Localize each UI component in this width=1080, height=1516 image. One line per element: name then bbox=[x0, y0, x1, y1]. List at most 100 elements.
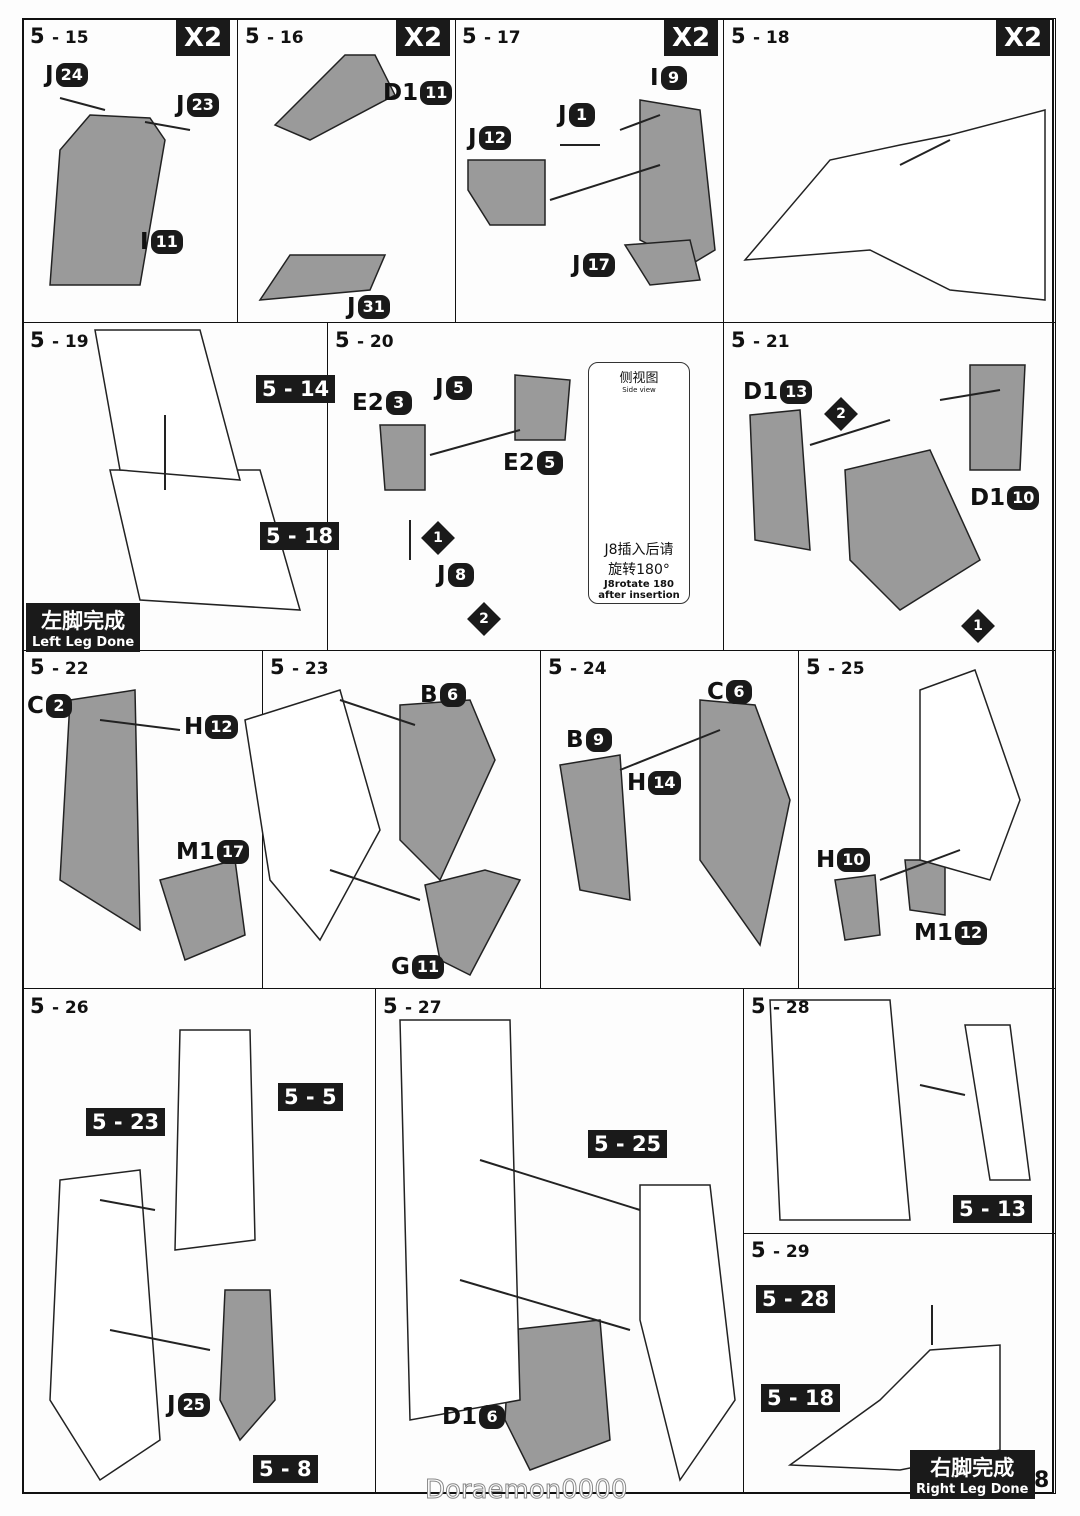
side-view-title-cn: 侧视图 bbox=[619, 371, 659, 386]
part-j31-drawing bbox=[258, 254, 387, 301]
quantity-x2-badge: X2 bbox=[176, 20, 231, 56]
side-view-note-en-2: after insertion bbox=[598, 590, 680, 601]
part-i11-drawing bbox=[49, 114, 166, 286]
panel-5-29 bbox=[743, 1233, 1056, 1494]
step-label-5-20: 5 - 20 bbox=[335, 328, 394, 352]
part-d1-13-drawing bbox=[749, 409, 811, 551]
quantity-x2-badge: X2 bbox=[396, 20, 451, 56]
right-leg-done-banner: 右脚完成 Right Leg Done bbox=[910, 1450, 1035, 1499]
side-view-note-en-1: J8rotate 180 bbox=[604, 579, 674, 590]
side-view-callout: 侧视图 Side view J8插入后请 旋转180° J8rotate 180… bbox=[588, 362, 690, 604]
part-5-28-drawing bbox=[964, 1024, 1031, 1181]
step-label-5-29: 5 - 29 bbox=[751, 1238, 810, 1262]
banner-en: Left Leg Done bbox=[32, 635, 135, 650]
page-number: 8 bbox=[1034, 1468, 1050, 1493]
leg-5-27-drawing bbox=[399, 1019, 521, 1421]
banner-en: Right Leg Done bbox=[916, 1482, 1029, 1497]
part-d1-10-drawing bbox=[844, 449, 981, 611]
order-badge-1: 1 bbox=[421, 521, 455, 555]
part-c2-drawing bbox=[59, 689, 141, 932]
part-e2-5-drawing bbox=[514, 374, 571, 441]
part-e2-3-drawing bbox=[379, 424, 426, 491]
part-d1-6-drawing bbox=[504, 1319, 611, 1471]
left-leg-done-banner: 左脚完成 Left Leg Done bbox=[26, 603, 141, 652]
foot-5-29-drawing bbox=[787, 1344, 1001, 1471]
ref-5-5: 5 - 5 bbox=[278, 1083, 343, 1111]
part-h10-drawing bbox=[834, 874, 881, 941]
part-g11-drawing bbox=[424, 869, 522, 976]
step-label-5-23: 5 - 23 bbox=[270, 655, 329, 679]
part-5-23-shell-drawing bbox=[244, 689, 381, 942]
step-label-5-17: 5 - 17 bbox=[462, 24, 521, 48]
part-d1-11-drawing bbox=[273, 54, 396, 141]
ref-5-25: 5 - 25 bbox=[588, 1130, 668, 1158]
side-view-note-cn-1: J8插入后请 bbox=[604, 542, 674, 558]
ref-5-18: 5 - 18 bbox=[260, 522, 340, 550]
quantity-x2-badge: X2 bbox=[996, 20, 1051, 56]
leg-5-26-drawing bbox=[174, 1029, 256, 1251]
part-j12-drawing bbox=[467, 159, 546, 226]
part-i9-drawing bbox=[639, 99, 716, 266]
step-label-5-28: 5 - 28 bbox=[751, 994, 810, 1018]
part-b6-drawing bbox=[399, 699, 496, 882]
ref-5-8: 5 - 8 bbox=[253, 1455, 318, 1483]
order-badge-2: 2 bbox=[824, 397, 858, 431]
part-leg-drawing bbox=[969, 364, 1026, 471]
ref-5-14: 5 - 14 bbox=[256, 375, 336, 403]
watermark: Doraemon0000 bbox=[424, 1475, 628, 1506]
step-label-5-15: 5 - 15 bbox=[30, 24, 89, 48]
ref-5-28: 5 - 28 bbox=[756, 1285, 836, 1313]
quantity-x2-badge: X2 bbox=[664, 20, 719, 56]
step-label-5-27: 5 - 27 bbox=[383, 994, 442, 1018]
leg-5-28-drawing bbox=[769, 999, 911, 1221]
order-badge-2: 2 bbox=[467, 602, 501, 636]
step-label-5-25: 5 - 25 bbox=[806, 655, 865, 679]
side-view-title-en: Side view bbox=[622, 386, 656, 394]
shell-5-26-drawing bbox=[49, 1169, 161, 1482]
part-c6-drawing bbox=[699, 699, 791, 947]
banner-cn: 左脚完成 bbox=[41, 609, 126, 633]
banner-cn: 右脚完成 bbox=[930, 1456, 1015, 1480]
part-j25-drawing bbox=[219, 1289, 276, 1442]
ref-5-13: 5 - 13 bbox=[953, 1195, 1033, 1223]
ref-5-18: 5 - 18 bbox=[761, 1384, 841, 1412]
foot-5-18-drawing bbox=[743, 109, 1046, 301]
part-m1-17-drawing bbox=[159, 859, 246, 962]
step-label-5-24: 5 - 24 bbox=[548, 655, 607, 679]
step-label-5-22: 5 - 22 bbox=[30, 655, 89, 679]
step-label-5-19: 5 - 19 bbox=[30, 328, 89, 352]
side-view-note-cn-2: 旋转180° bbox=[608, 562, 670, 578]
step-label-5-26: 5 - 26 bbox=[30, 994, 89, 1018]
shell-5-27-drawing bbox=[639, 1184, 736, 1482]
leg-5-19-drawing bbox=[94, 329, 241, 481]
step-label-5-21: 5 - 21 bbox=[731, 328, 790, 352]
